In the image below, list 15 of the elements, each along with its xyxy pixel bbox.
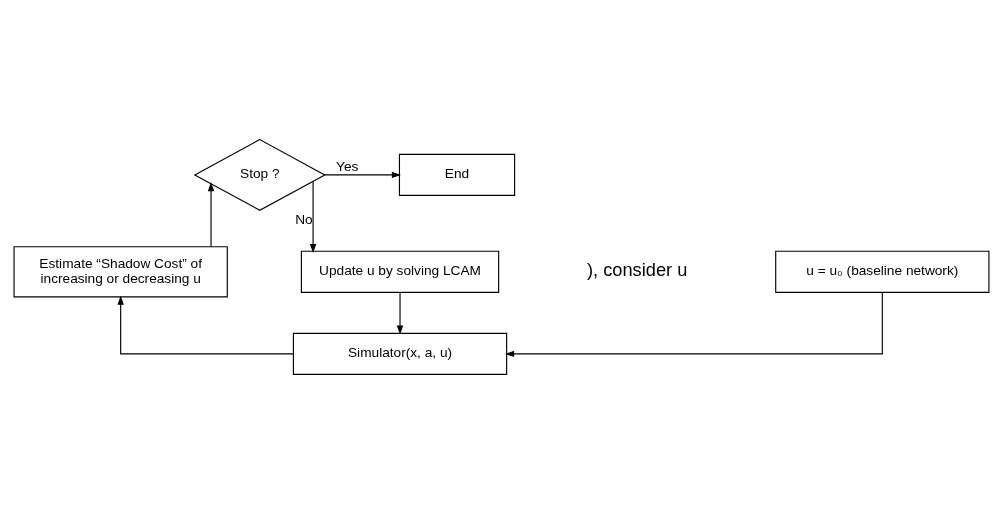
arrow bbox=[207, 182, 215, 247]
node-box: Estimate “Shadow Cost” of increasing or decreasing u bbox=[13, 246, 228, 298]
edge-label: Yes bbox=[336, 159, 359, 175]
node-box: Update u by solving LCAM bbox=[300, 250, 500, 293]
edge-label: No bbox=[295, 211, 313, 227]
arrow bbox=[396, 291, 404, 335]
arrow bbox=[117, 295, 294, 355]
node-diamond: Stop ? bbox=[193, 138, 326, 211]
node-box: End bbox=[398, 153, 516, 196]
node-box: Simulator(x, a, u) bbox=[292, 332, 508, 375]
node-box: u = u₀ (baseline network) bbox=[775, 250, 990, 293]
label: ), consider u bbox=[587, 259, 688, 281]
arrow bbox=[505, 291, 883, 358]
arrow bbox=[309, 180, 317, 254]
arrow bbox=[324, 171, 401, 179]
